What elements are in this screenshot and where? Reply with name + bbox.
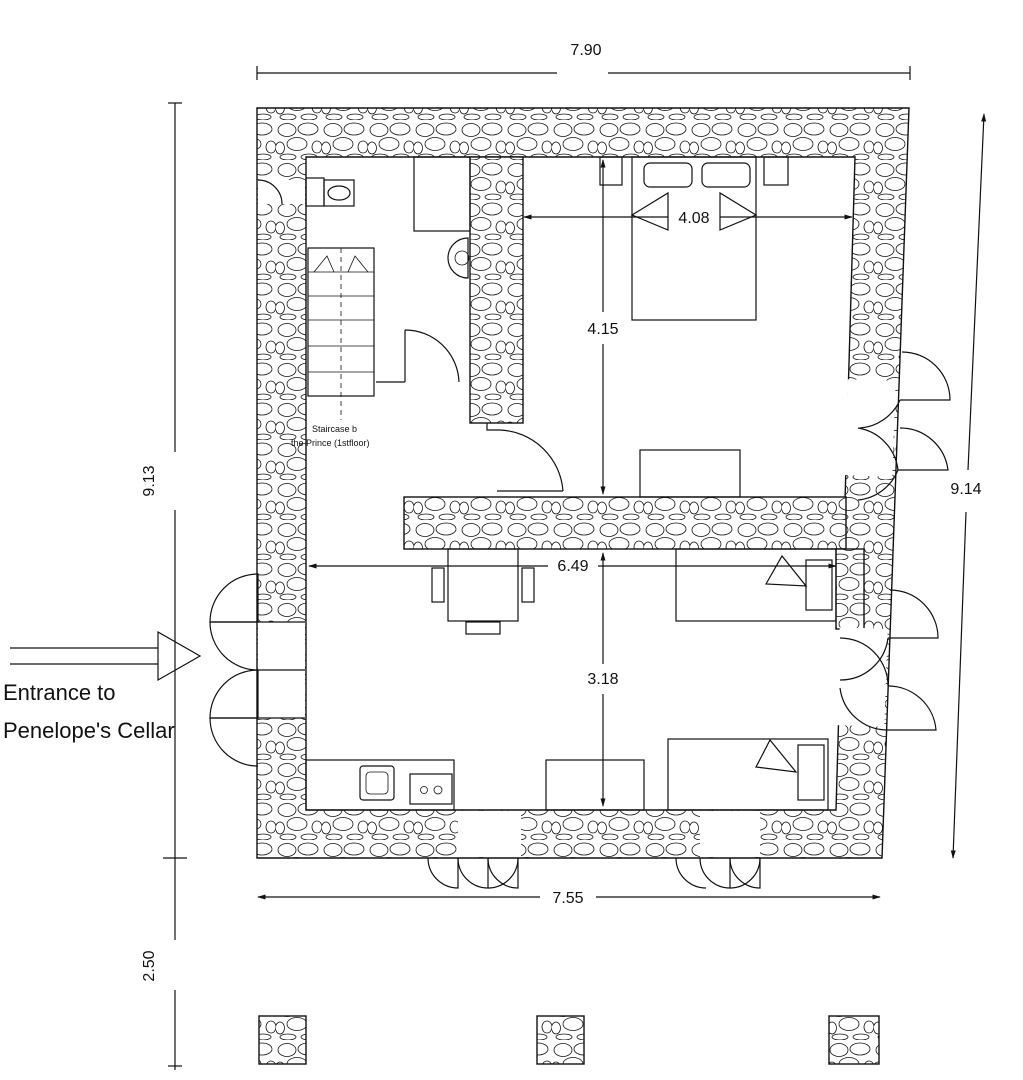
column-right <box>828 1015 880 1065</box>
left-height-label: 9.13 <box>141 465 158 496</box>
entrance-label-line2: Penelope's Cellar <box>3 718 175 743</box>
porch-depth-label: 2.50 <box>141 950 158 981</box>
bedroom-width-dimension: 4.08 <box>523 210 853 227</box>
dining-table <box>431 548 535 635</box>
column-left <box>258 1015 307 1065</box>
entrance-label-line1: Entrance to <box>3 680 116 705</box>
staircase-label-line1: Staircase b <box>312 424 357 434</box>
interior-doors <box>257 179 564 492</box>
double-bed <box>599 156 789 498</box>
bedroom-depth-dimension: 4.15 <box>587 159 619 495</box>
staircase: Staircase b the Prince (1stfloor) <box>291 247 375 448</box>
porch-columns <box>258 1015 880 1065</box>
living-depth-label: 3.18 <box>587 671 618 688</box>
hall-width-label: 6.49 <box>557 558 588 575</box>
bedroom-depth-label: 4.15 <box>587 321 618 338</box>
bedroom-width-label: 4.08 <box>678 210 709 227</box>
bottom-width-label: 7.55 <box>552 890 583 907</box>
staircase-label-line2: the Prince (1stfloor) <box>291 438 370 448</box>
top-width-dimension: 7.90 <box>256 42 911 80</box>
top-width-label: 7.90 <box>570 42 601 59</box>
single-bed-lower <box>667 738 829 811</box>
bathroom-fixtures <box>305 156 471 279</box>
living-depth-dimension: 3.18 <box>587 552 619 807</box>
bottom-width-dimension: 7.55 <box>257 890 881 907</box>
right-height-label: 9.14 <box>950 481 981 498</box>
right-height-dimension: 9.14 <box>950 113 987 859</box>
hall-width-dimension: 6.49 <box>308 558 837 575</box>
stone-walls <box>256 107 910 859</box>
single-bed-upper <box>675 548 837 622</box>
kitchen-counter <box>305 759 645 811</box>
window-swings <box>209 351 951 889</box>
column-middle <box>536 1015 585 1065</box>
porch-depth-dimension: 2.50 <box>141 858 182 1070</box>
entrance-arrow <box>10 630 202 682</box>
left-height-dimension: 9.13 <box>141 102 187 859</box>
wall-openings <box>258 180 896 857</box>
